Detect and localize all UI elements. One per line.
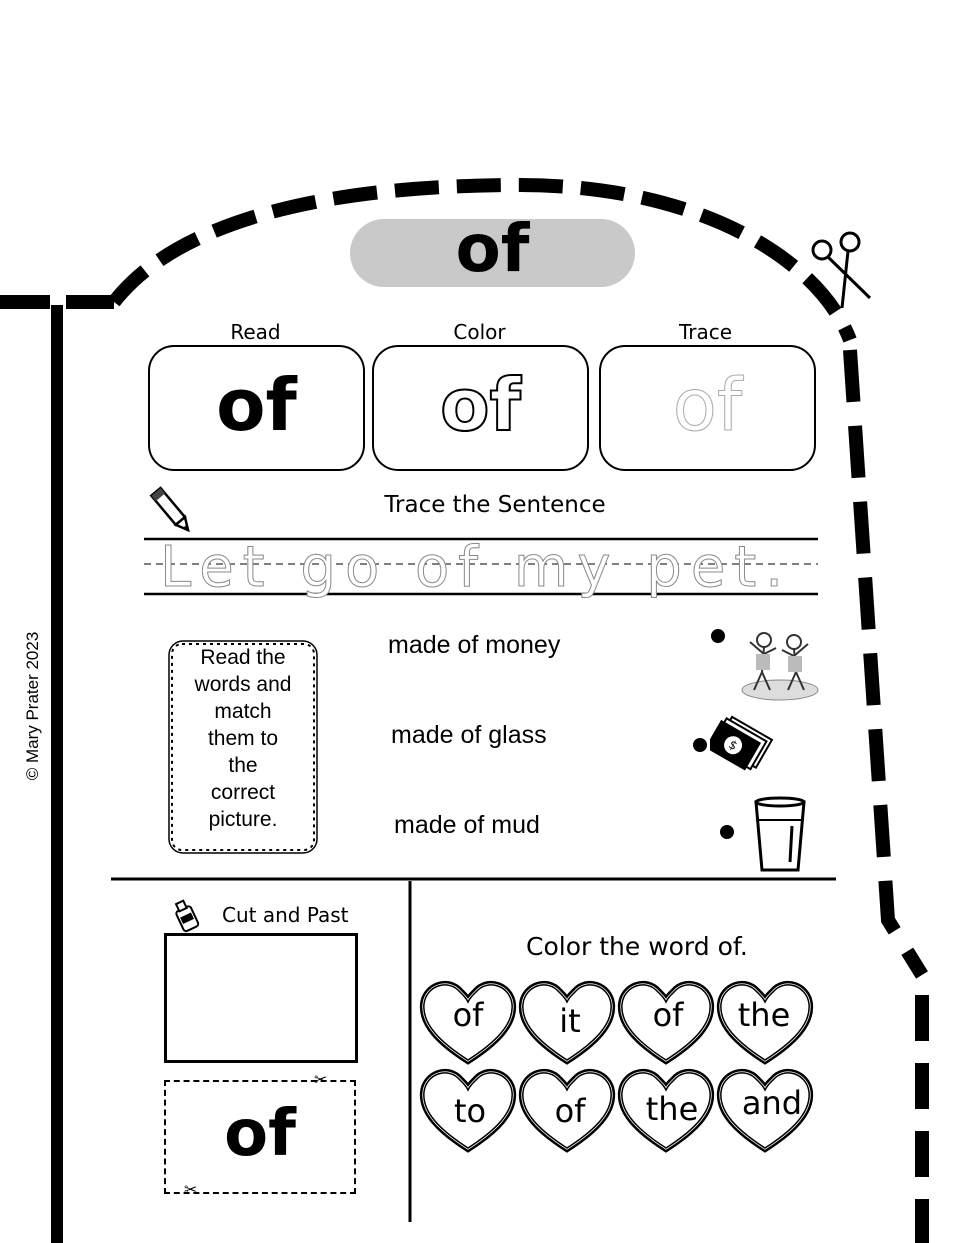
instruction-frame xyxy=(168,640,318,854)
paste-box[interactable] xyxy=(164,933,358,1063)
match-dot[interactable] xyxy=(720,825,734,839)
trace-word: of xyxy=(672,363,743,447)
copyright-text: © Mary Prater 2023 xyxy=(23,631,42,781)
heart-word: of xyxy=(555,1092,587,1130)
read-box: of xyxy=(148,345,365,471)
heart-word: to xyxy=(454,1092,486,1130)
cut-word: of xyxy=(224,1097,296,1171)
instruction-text: Read the words and match them to the cor… xyxy=(194,646,292,831)
color-label: Color xyxy=(453,320,506,344)
heart-word: the xyxy=(646,1090,699,1128)
cut-out-box[interactable]: of xyxy=(164,1080,356,1194)
match-dot[interactable] xyxy=(693,738,707,752)
match-phrase: made of glass xyxy=(391,721,547,749)
color-word: of xyxy=(439,363,522,447)
read-word: of xyxy=(216,363,297,447)
color-box[interactable]: of xyxy=(372,345,589,471)
heart-word: it xyxy=(559,1002,580,1040)
glue-icon xyxy=(174,899,200,933)
trace-box[interactable]: of xyxy=(599,345,816,471)
pencil-icon xyxy=(149,486,190,533)
trace-label: Trace xyxy=(678,320,733,344)
heart-word: the xyxy=(738,996,791,1034)
scissors-icon xyxy=(811,231,872,309)
title-pill: of xyxy=(350,210,635,287)
hearts-grid: of it of the to of the and xyxy=(418,976,822,1156)
title-word: of xyxy=(455,210,530,287)
money-picture: $ xyxy=(710,715,774,771)
read-label: Read xyxy=(230,320,281,344)
match-dot[interactable] xyxy=(711,629,725,643)
scissors-small-icon: ✂ xyxy=(184,1180,198,1199)
match-phrase: made of mud xyxy=(394,811,540,839)
handwriting-lines xyxy=(144,537,818,596)
heart-word: of xyxy=(453,996,485,1034)
glass-picture xyxy=(754,796,806,872)
heart-word: of xyxy=(653,996,685,1034)
color-word-heading: Color the word of. xyxy=(526,932,748,961)
kids-in-mud-picture xyxy=(741,632,819,701)
trace-sentence-heading: Trace the Sentence xyxy=(384,492,606,518)
heart-word: and xyxy=(742,1084,802,1122)
cut-paste-heading: Cut and Past xyxy=(222,903,349,927)
trace-sentence-text[interactable]: Let go of my pet. xyxy=(160,535,793,601)
match-phrase: made of money xyxy=(388,631,561,659)
scissors-small-icon: ✂ xyxy=(314,1070,328,1089)
